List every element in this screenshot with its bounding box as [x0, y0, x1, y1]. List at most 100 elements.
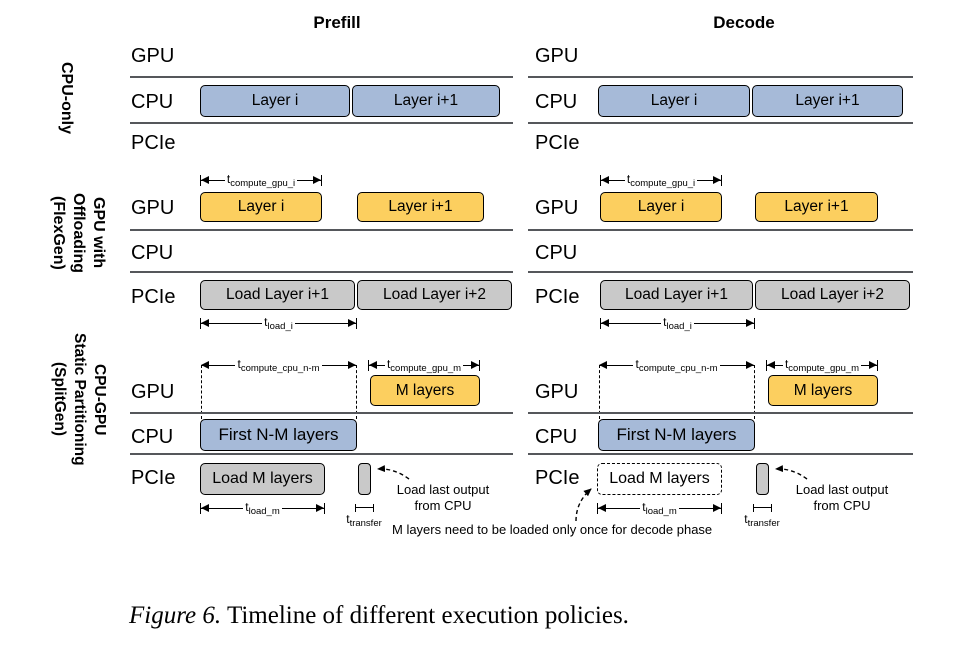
arrow-right-icon — [719, 361, 755, 370]
measure-tick — [200, 318, 201, 329]
arrow-right-icon — [678, 504, 722, 513]
t-transfer-label: ttransfer — [346, 512, 382, 529]
row-label-cpu: CPU — [131, 91, 174, 113]
measure-tick — [321, 175, 322, 186]
measure-tick — [721, 175, 722, 186]
measure-t-load-m: tload_m — [597, 499, 723, 517]
arrow-left-icon — [767, 361, 783, 370]
separator-line — [130, 453, 513, 455]
row-label-cpu: CPU — [535, 91, 578, 113]
row-label-pcie: PCIe — [131, 467, 176, 489]
policy-label-cpu-only: CPU-only — [58, 61, 75, 134]
note-line: Load last output — [396, 482, 490, 497]
flexgen-decode-load-i1-box: Load Layer i+1 — [600, 280, 753, 310]
arrow-left-icon — [201, 504, 244, 513]
measure-t-compute-gpu-i: tcompute_gpu_i — [200, 171, 322, 189]
dashed-guide-line — [754, 365, 755, 419]
splitgen-decode-transfer-rect — [756, 463, 769, 495]
separator-line — [528, 76, 913, 78]
flexgen-decode-layer-i1-box: Layer i+1 — [755, 192, 878, 222]
measure-label: tload_m — [245, 499, 280, 517]
row-label-gpu: GPU — [535, 381, 579, 403]
arrow-right-icon — [297, 176, 321, 185]
measure-label: tcompute_gpu_m — [386, 356, 462, 374]
t-transfer-label: ttransfer — [744, 512, 780, 529]
separator-line — [130, 229, 513, 231]
decode-column-title: Decode — [713, 13, 775, 32]
caption-prefix: Figure 6. — [129, 602, 222, 629]
measure-t-load-i: tload_i — [600, 315, 756, 331]
arrow-left-icon — [598, 504, 641, 513]
measure-t-compute-gpu-i: tcompute_gpu_i — [600, 172, 722, 188]
measure-tick — [600, 318, 601, 329]
measure-tick — [877, 360, 878, 371]
row-label-pcie: PCIe — [535, 286, 580, 308]
flexgen-prefill-layer-i-box: Layer i — [200, 192, 322, 222]
row-label-gpu: GPU — [535, 45, 579, 67]
policy-label-flexgen: GPU with Offloading (FlexGen) — [50, 193, 107, 273]
row-label-cpu: CPU — [535, 242, 578, 264]
separator-line — [130, 271, 513, 273]
dashed-arrow-to-transfer — [775, 465, 808, 480]
policy-label-splitgen: CPU-GPU Static Partitioning (SplitGen) — [51, 333, 108, 466]
cpu-only-decode-layer-i-box: Layer i — [598, 85, 750, 117]
measure-tick — [754, 318, 756, 329]
row-label-pcie: PCIe — [535, 467, 580, 489]
measure-t-compute-cpu-nm: tcompute_cpu_n-m — [599, 356, 755, 374]
measure-t-compute-gpu-m: tcompute_gpu_m — [766, 357, 878, 373]
dashed-guide-line — [201, 365, 202, 419]
arrow-right-icon — [321, 361, 357, 370]
arrow-left-icon — [201, 361, 236, 370]
note-line: from CPU — [414, 498, 472, 513]
prefill-column-title: Prefill — [313, 13, 361, 32]
transfer-bracket — [355, 504, 374, 512]
transfer-bracket — [753, 504, 772, 512]
row-label-cpu: CPU — [131, 426, 174, 448]
separator-line — [528, 229, 913, 231]
measure-tick — [600, 175, 601, 186]
note-line: from CPU — [813, 498, 871, 513]
separator-line — [130, 122, 513, 124]
measure-label: tcompute_cpu_n-m — [237, 356, 320, 374]
splitgen-decode-load-m-box-dashed: Load M layers — [597, 463, 722, 495]
measure-tick — [479, 360, 480, 371]
separator-line — [528, 122, 913, 124]
splitgen-prefill-m-layers-box: M layers — [370, 375, 480, 406]
splitgen-decode-first-nm-box: First N-M layers — [598, 419, 755, 451]
arrow-right-icon — [693, 319, 755, 328]
splitgen-prefill-load-m-box: Load M layers — [200, 463, 325, 495]
measure-label: tcompute_gpu_i — [226, 171, 296, 189]
row-label-gpu: GPU — [535, 197, 579, 219]
note-load-last-output: Load last output from CPU — [387, 482, 499, 514]
splitgen-prefill-first-nm-box: First N-M layers — [200, 419, 357, 451]
arrow-left-icon — [601, 319, 662, 328]
note-load-last-output: Load last output from CPU — [786, 482, 898, 514]
measure-label: tload_i — [264, 314, 293, 332]
cpu-only-prefill-layer-i-box: Layer i — [200, 85, 350, 117]
splitgen-prefill-transfer-rect — [358, 463, 371, 495]
arrow-right-icon — [697, 176, 721, 185]
measure-label: tload_m — [642, 499, 677, 517]
dashed-arrow-to-load-m-box — [575, 488, 592, 522]
row-label-gpu: GPU — [131, 45, 175, 67]
cpu-only-decode-layer-i1-box: Layer i+1 — [752, 85, 903, 117]
row-label-gpu: GPU — [131, 197, 175, 219]
dashed-guide-line — [599, 365, 600, 419]
measure-tick — [200, 503, 201, 514]
measure-label: tcompute_cpu_n-m — [635, 356, 718, 374]
measure-tick — [356, 318, 358, 329]
measure-tick — [368, 360, 369, 371]
measure-tick — [324, 503, 326, 514]
cpu-only-prefill-layer-i1-box: Layer i+1 — [352, 85, 500, 117]
separator-line — [528, 412, 913, 414]
arrow-left-icon — [369, 361, 385, 370]
row-label-pcie: PCIe — [131, 132, 176, 154]
dashed-arrow-to-transfer — [377, 465, 410, 480]
flexgen-prefill-load-i2-box: Load Layer i+2 — [357, 280, 512, 310]
arrow-right-icon — [294, 319, 357, 328]
measure-tick — [200, 175, 201, 186]
measure-t-compute-cpu-nm: tcompute_cpu_n-m — [201, 356, 357, 374]
note-decode-load-once: M layers need to be loaded only once for… — [392, 522, 713, 537]
measure-t-load-m: tload_m — [200, 499, 326, 517]
